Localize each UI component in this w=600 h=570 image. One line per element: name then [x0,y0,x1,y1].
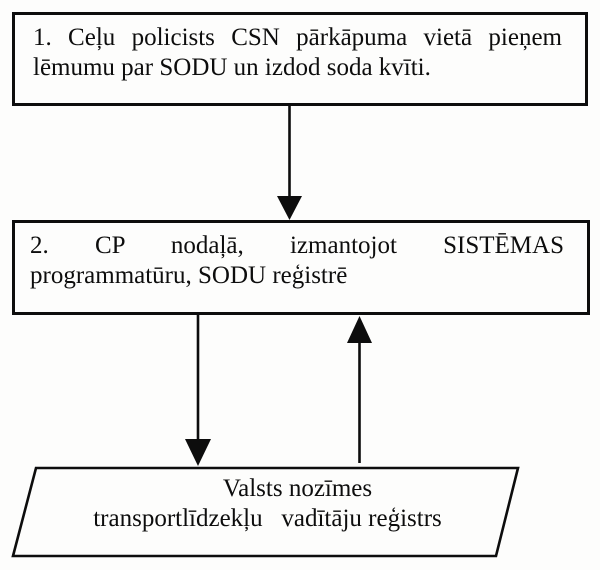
process-box-step1: 1. Ceļu policists CSN pārkāpuma vietā pi… [12,12,588,106]
registry-label: Valsts nozīmes transportlīdzekļu vadītāj… [20,474,515,534]
step2-text-line2: programmatūru, SODU reģistrē [30,262,348,289]
arrow-step2-to-registry-icon [185,315,211,466]
arrow-step1-to-step2-icon [277,106,302,220]
step1-text-line1: 1. Ceļu policists CSN pārkāpuma vietā pi… [33,24,562,51]
process-box-step2: 2. CP nodaļā, izmantojot SISTĒMAS progra… [12,220,590,315]
registry-parallelogram [11,466,520,558]
registry-text-line2: transportlīdzekļu vadītāju reģistrs [93,505,442,532]
step2-text-line1: 2. CP nodaļā, izmantojot SISTĒMAS [30,232,564,259]
registry-text-line1: Valsts nozīmes [222,475,373,502]
step1-text-line2: lēmumu par SODU un izdod soda kvīti. [33,54,431,81]
arrow-registry-to-step2-icon [347,316,372,463]
